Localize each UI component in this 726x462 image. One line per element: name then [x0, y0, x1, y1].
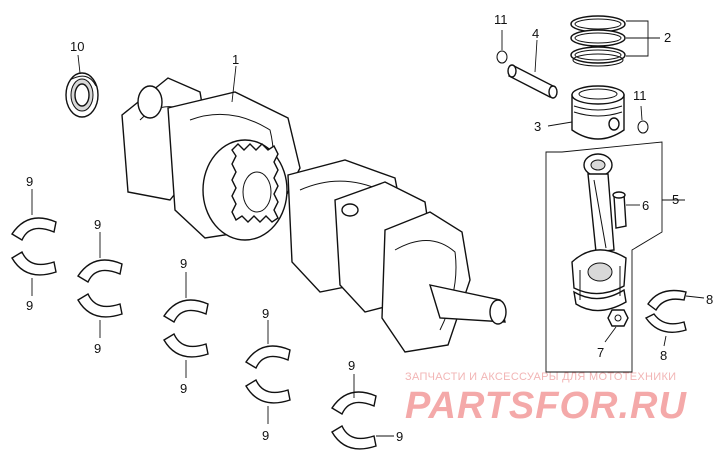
callout-2: 2	[664, 30, 671, 45]
main-bearing-pair-3	[163, 299, 209, 358]
rod-bearing-upper	[647, 289, 687, 312]
callout-10: 10	[70, 39, 84, 54]
rod-nut	[607, 309, 629, 327]
callout-8-lower: 8	[660, 348, 667, 363]
callout-8-upper: 8	[706, 292, 713, 307]
callout-3: 3	[534, 119, 541, 134]
pin-clip-upper	[496, 50, 508, 64]
pin-clip-lower	[637, 120, 649, 134]
callout-9-h: 9	[262, 428, 269, 443]
connecting-rod	[571, 153, 627, 312]
main-bearing-pair-1	[11, 217, 57, 276]
conrod-assy-bracket	[545, 141, 663, 373]
watermark: ЗАПЧАСТИ И АКСЕССУАРЫ ДЛЯ МОТОТЕХНИКИ PA…	[405, 371, 687, 427]
callout-9-i: 9	[348, 358, 355, 373]
piston	[571, 85, 625, 140]
piston-rings	[570, 15, 626, 67]
callout-11-lower: 11	[633, 88, 647, 103]
callout-9-e: 9	[180, 256, 187, 271]
callout-9-j: 9	[396, 429, 403, 444]
main-bearing-pair-4	[245, 345, 291, 404]
callout-1: 1	[232, 52, 239, 67]
callout-9-g: 9	[262, 306, 269, 321]
callout-7: 7	[597, 345, 604, 360]
callout-9-d: 9	[94, 341, 101, 356]
rod-bolt	[612, 191, 627, 229]
crankshaft	[121, 77, 507, 353]
watermark-tagline: ЗАПЧАСТИ И АКСЕССУАРЫ ДЛЯ МОТОТЕХНИКИ	[405, 371, 676, 383]
watermark-brand: PARTSFOR.RU	[405, 385, 687, 427]
callout-9-a: 9	[26, 174, 33, 189]
oil-seal	[65, 72, 99, 118]
timing-gear-teeth	[231, 143, 279, 223]
callout-9-c: 9	[94, 217, 101, 232]
main-bearing-pair-5	[331, 391, 377, 450]
callout-5: 5	[672, 192, 679, 207]
callout-6: 6	[642, 198, 649, 213]
callout-9-b: 9	[26, 298, 33, 313]
callout-9-f: 9	[180, 381, 187, 396]
main-bearing-pair-2	[77, 259, 123, 318]
rod-bearing-lower	[644, 313, 687, 333]
callout-11-upper: 11	[494, 12, 508, 27]
piston-pin	[507, 64, 558, 99]
callout-4: 4	[532, 26, 539, 41]
